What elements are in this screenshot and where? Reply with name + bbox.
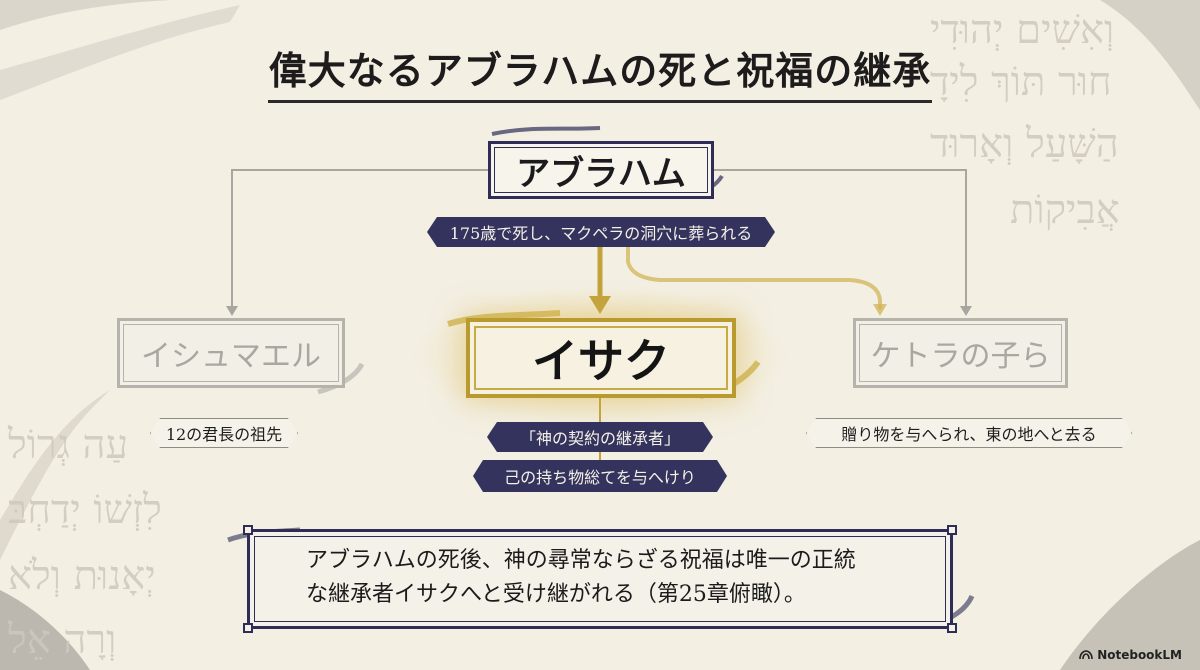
ink-stroke-left: [0, 390, 110, 560]
summary-line: な継承者イサクへと受け継がれる（第25章俯瞰）。: [306, 582, 806, 607]
connector-lines: [226, 169, 972, 461]
summary-line: アブラハムの死後、神の尋常ならざる祝福は唯一の正統: [306, 548, 856, 573]
corner-ornament: [243, 623, 253, 633]
brand-watermark: NotebookLM: [1079, 648, 1182, 662]
tag-keturah-gifts: 贈り物を与へられ、東の地へと去る: [806, 418, 1132, 448]
tag-ishmael-ancestor: 12の君長の祖先: [150, 418, 298, 448]
ink-stroke-bottom-left: [0, 590, 90, 670]
notebooklm-logo-icon: [1079, 650, 1093, 660]
node-abraham: アブラハム: [488, 141, 714, 199]
hebrew-line: הַשָּׁעַל וְאָרוּד: [930, 121, 1119, 167]
summary-box: アブラハムの死後、神の尋常ならざる祝福は唯一の正統 な継承者イサクへと受け継がれ…: [243, 525, 957, 633]
ink-stroke-bottom-right: [1060, 540, 1200, 670]
tag-isaac-possessions: 己の持ち物総てを与へけり: [473, 460, 727, 492]
corner-ornament: [243, 525, 253, 535]
title-underline: [268, 100, 932, 103]
node-keturah: ケトラの子ら: [853, 318, 1068, 388]
page-title: 偉大なるアブラハムの死と祝福の継承: [268, 48, 932, 93]
corner-ornament: [947, 623, 957, 633]
node-isaac: イサク: [466, 318, 736, 398]
ink-stroke-top-right: [1100, 0, 1200, 110]
hebrew-line: לִזְשׁוֹ יְדַחְבּ: [8, 487, 162, 533]
tag-isaac-heir: 「神の契約の継承者」: [487, 422, 713, 452]
hebrew-line: יְאָנוּת וְלֹא: [8, 553, 156, 599]
hebrew-line: אֲבִיקוֹת: [1010, 187, 1120, 233]
hebrew-line: וְאִשִׁים יְהוּדִי: [930, 7, 1115, 53]
brush-stroke-ishmael: [317, 362, 365, 395]
hebrew-line: עַה גְרוֹל: [8, 422, 129, 468]
tag-abraham-death: 175歳で死し、マクペラの洞穴に葬られる: [427, 217, 775, 247]
hebrew-line: וְרָה אֵל: [8, 617, 117, 663]
connector-to-keturah: [713, 169, 967, 313]
hebrew-line: חוּר תּוֹךְ לִידָ: [930, 59, 1112, 105]
connector-to-ishmael: [231, 169, 489, 313]
corner-ornament: [947, 525, 957, 535]
ink-stroke-top-left: [0, 0, 260, 30]
node-ishmael: イシュマエル: [117, 318, 345, 388]
brand-label: NotebookLM: [1097, 648, 1182, 662]
connector-gold-to-keturah: [626, 245, 882, 310]
